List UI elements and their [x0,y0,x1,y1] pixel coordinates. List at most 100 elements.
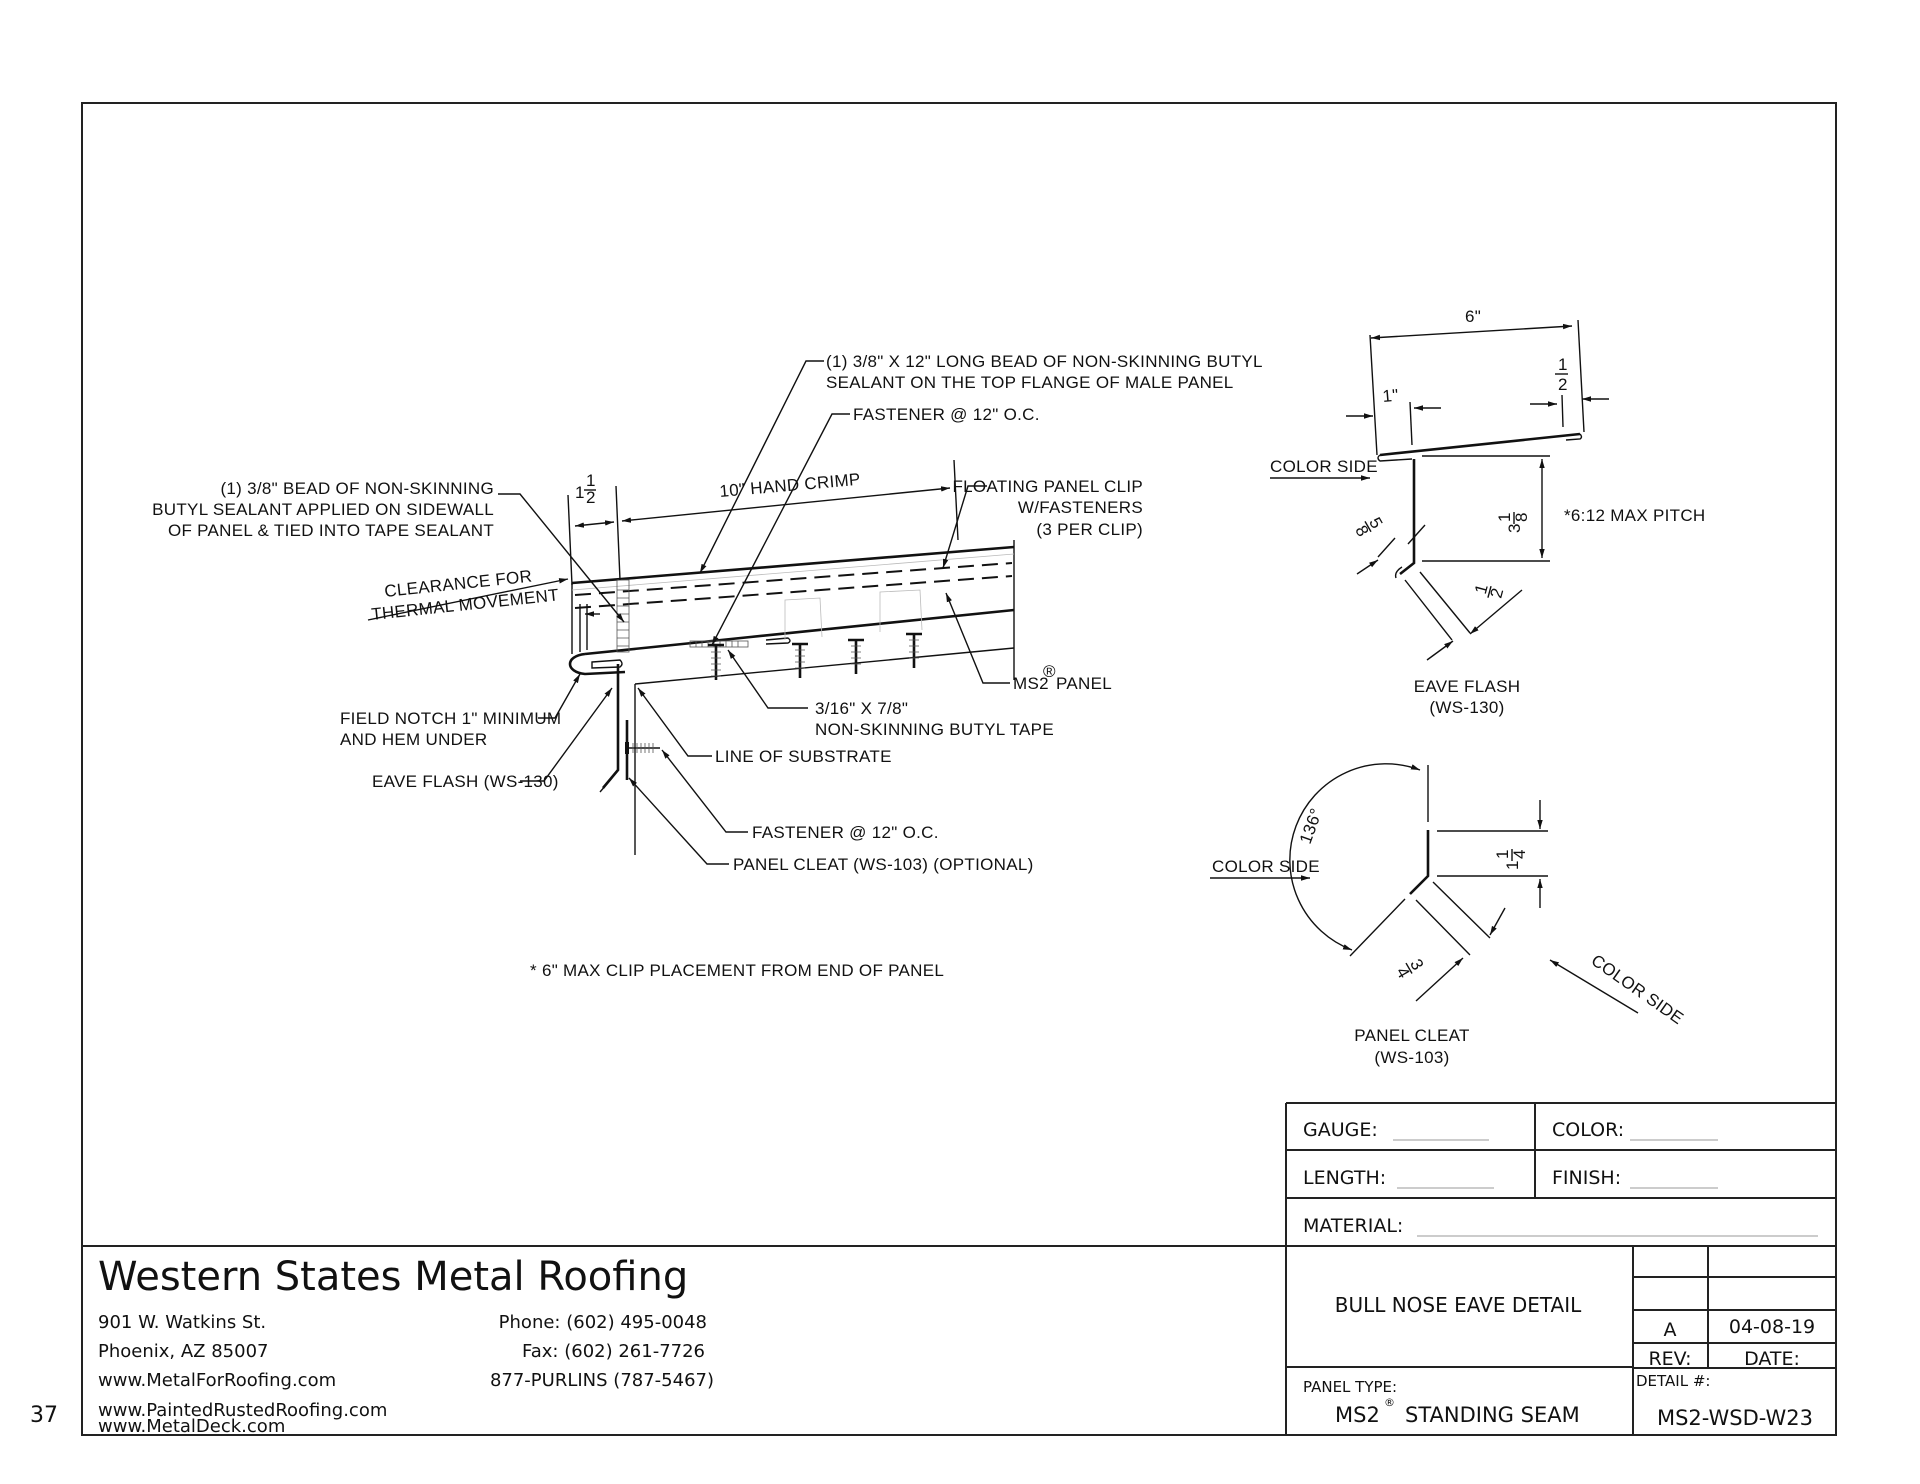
length-label: LENGTH: [1303,1167,1386,1189]
dim-1-1-2: 1 1 2 [575,471,596,507]
cleat-color-side-left: COLOR SIDE [1212,857,1320,876]
leader-fastener-top [711,413,850,646]
leader-ms2-panel [945,592,1010,684]
company-block: Western States Metal Roofing 901 W. Watk… [98,1254,714,1437]
cleat-height-ext [1437,830,1548,877]
callout-floating-clip-1: FLOATING PANEL CLIP [952,477,1143,496]
eave-flash-vertical [602,664,620,789]
svg-text:1: 1 [1503,860,1522,870]
detail-title: BULL NOSE EAVE DETAIL [1335,1293,1582,1317]
callout-field-notch-1: FIELD NOTCH 1" MINIMUM [340,709,561,728]
cleat-color-side-arrow-right [1549,959,1639,1014]
leader-panel-cleat [628,777,729,865]
callout-ms2-panel: MS2 ® PANEL [1013,662,1112,693]
hem-slot [591,659,623,669]
screw-icon [906,632,922,668]
dim-1-1-2-line [574,520,615,528]
flash-vertical-leg [1399,459,1416,576]
panel-type-suffix: STANDING SEAM [1405,1403,1580,1427]
cleat-leg-arrow-2 [1415,957,1464,1002]
leader-top-flange-bead [699,360,824,574]
callout-fastener-bottom: FASTENER @ 12" O.C. [752,823,939,842]
company-name: Western States Metal Roofing [98,1254,688,1300]
rev-label: REV: [1648,1348,1691,1370]
clip-tab [765,637,791,645]
gauge-label: GAUGE: [1303,1119,1378,1141]
registered-mark: ® [1384,1396,1395,1409]
footnote-clip-placement: * 6" MAX CLIP PLACEMENT FROM END OF PANE… [530,961,944,980]
svg-text:1: 1 [1558,355,1568,374]
callout-sidewall-bead-2: BUTYL SEALANT APPLIED ON SIDEWALL [152,500,494,519]
company-fax: Fax: (602) 261-7726 [522,1341,705,1362]
svg-text:PANEL: PANEL [1056,674,1112,693]
flash-height-ext [1422,455,1550,562]
svg-text:1: 1 [1495,512,1514,522]
cleat-fastener-icon [625,742,660,754]
company-website-3[interactable]: www.MetalDeck.com [98,1416,285,1437]
panel-cleat-detail: 136° COLOR SIDE COLOR SIDE 1 1 4 3 4 PAN… [1210,763,1687,1067]
flash-hem-dim-arrow [1356,559,1379,575]
svg-text:2: 2 [586,488,596,507]
leader-fastener-bottom [661,749,748,833]
detail-no-value: MS2-WSD-W23 [1657,1406,1813,1430]
callout-floating-clip-2: W/FASTENERS [1018,498,1143,517]
panel-type-value: MS2 [1335,1403,1380,1427]
flash-hem-dim-ext [1377,524,1426,558]
screw-icon [792,642,808,678]
cleat-dim-leg-label: 3 4 [1392,956,1427,982]
callout-sidewall-bead-1: (1) 3/8" BEAD OF NON-SKINNING [220,479,494,498]
cleat-angle-ext-bottom [1349,898,1406,957]
flash-dim-6 [1370,323,1573,341]
svg-text:1: 1 [575,483,585,502]
screw-icon [708,643,724,680]
panel-sidewall [579,604,588,652]
cleat-leg-ext [1415,881,1491,956]
material-label: MATERIAL: [1303,1215,1403,1237]
svg-text:4: 4 [1392,964,1413,982]
panel-bottom-line [584,608,1015,656]
panel-lower-line [634,647,1015,685]
cleat-color-side-right: COLOR SIDE [1588,951,1687,1028]
svg-text:8: 8 [1512,512,1531,522]
flash-bottom-hem [1394,566,1403,579]
company-address-1: 901 W. Watkins St. [98,1312,266,1333]
seam-dash-1 [574,562,1013,596]
callout-line-substrate: LINE OF SUBSTRATE [715,747,892,766]
bull-nose-hem [568,652,626,676]
main-eave-section: (1) 3/8" X 12" LONG BEAD OF NON-SKINNING… [152,352,1262,980]
detail-no-label: DETAIL #: [1636,1372,1710,1390]
callout-top-flange-bead-2: SEALANT ON THE TOP FLANGE OF MALE PANEL [826,373,1234,392]
eave-flash-part-no: (WS-130) [1429,698,1504,717]
cleat-leg-arrow-1 [1489,907,1506,936]
pitch-note: *6:12 MAX PITCH [1564,506,1706,525]
eave-flash-title: EAVE FLASH [1414,677,1521,696]
floating-clip-outline [784,589,923,640]
flash-dim-height-label: 3 1 8 [1495,512,1531,533]
svg-text:1: 1 [1471,582,1492,596]
cleat-angle-label: 136° [1296,806,1326,847]
svg-text:2: 2 [1487,586,1508,600]
flash-dim-hem-label: 5 8 [1351,514,1386,540]
svg-text:4: 4 [1510,849,1529,859]
top-hatch [571,553,1015,591]
leader-sidewall-bead [498,493,625,623]
dim-10-line [621,486,951,523]
dimension-extension-lines [567,459,959,586]
color-side-label: COLOR SIDE [1270,457,1378,476]
svg-text:®: ® [1043,662,1056,681]
company-website-2[interactable]: www.PaintedRustedRoofing.com [98,1400,387,1421]
svg-text:1: 1 [586,471,596,490]
cleat-angle-arc [1289,763,1421,951]
flash-leg-arrow-1 [1469,589,1523,635]
rev-value: A [1664,1319,1677,1341]
leader-substrate [637,687,712,757]
cleat-vertical-leg [1409,830,1430,895]
svg-text:MS2: MS2 [1013,674,1049,693]
callout-butyl-tape-1: 3/16" X 7/8" [815,699,908,718]
color-label: COLOR: [1552,1119,1624,1141]
company-website-1[interactable]: www.MetalForRoofing.com [98,1370,336,1391]
screw-icon [848,638,864,674]
title-block: GAUGE: COLOR: LENGTH: FINISH: MATERIAL: … [82,1102,1836,1435]
panel-cleat-part-no: (WS-103) [1374,1048,1449,1067]
